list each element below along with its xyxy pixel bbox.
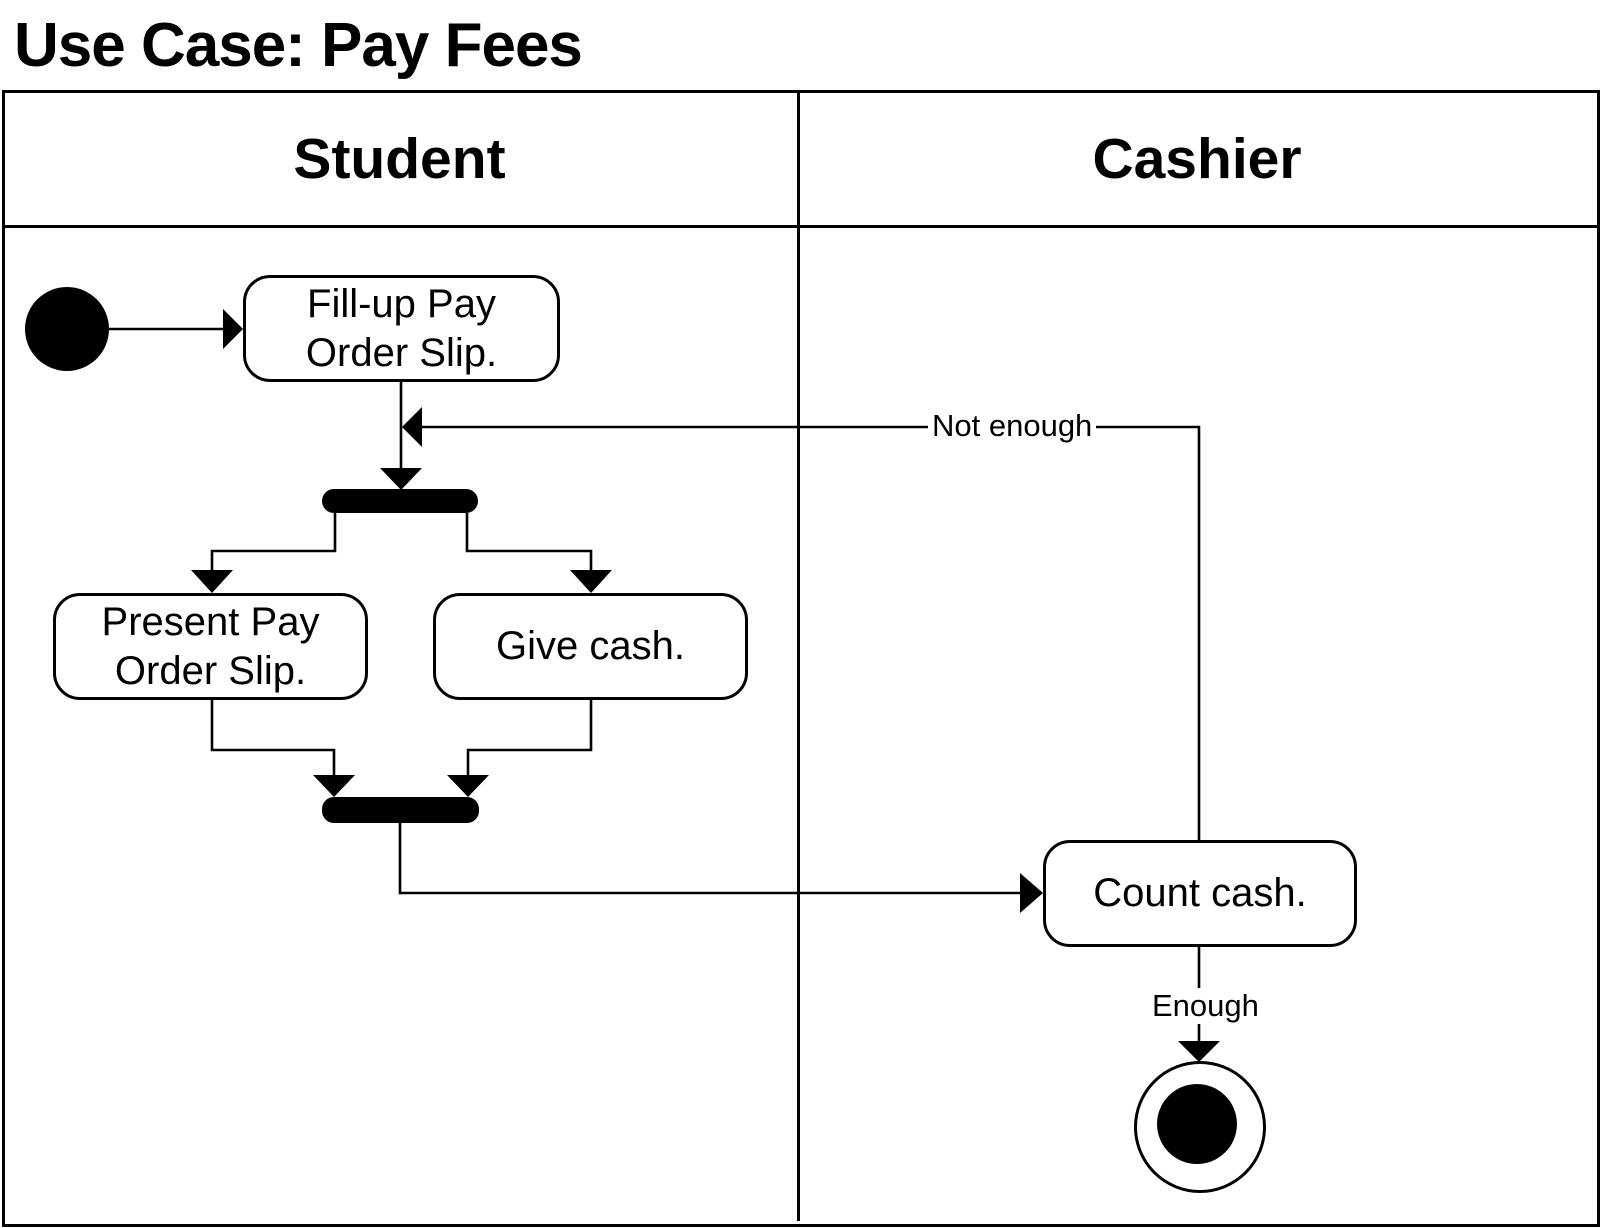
arrowhead-into-present (191, 570, 233, 593)
activity-present-label: Present Pay Order Slip. (101, 599, 320, 693)
edge-join-to-count-cash (398, 823, 1022, 895)
arrowhead-into-fork (380, 468, 422, 490)
swimlane-frame (2, 90, 1600, 1227)
activity-fill-up-label: Fill-up Pay Order Slip. (305, 281, 498, 375)
guard-label-not-enough: Not enough (928, 408, 1097, 445)
edge-not-enough (420, 425, 1201, 840)
lane-header-student: Student (293, 126, 506, 191)
activity-count-cash: Count cash. (1043, 840, 1357, 947)
arrowhead-into-give-cash (570, 570, 612, 593)
fork-bar (322, 489, 478, 513)
edge-give-cash-to-join (466, 700, 593, 778)
guard-label-enough: Enough (1148, 988, 1263, 1025)
edge-present-to-join (210, 700, 336, 778)
activity-give-cash-label: Give cash. (496, 624, 685, 669)
arrowhead-into-count-cash (1020, 873, 1043, 913)
final-node (1134, 1061, 1266, 1193)
arrowhead-not-enough (402, 407, 422, 447)
lane-divider (797, 90, 800, 1221)
lane-header-cashier: Cashier (1092, 126, 1302, 191)
initial-node (25, 287, 109, 371)
lane-header-separator (2, 225, 1597, 228)
join-bar (322, 797, 479, 823)
activity-present-pay-order-slip: Present Pay Order Slip. (53, 593, 368, 700)
arrowhead-present-into-join (313, 775, 355, 797)
activity-fill-up-pay-order-slip: Fill-up Pay Order Slip. (243, 275, 560, 382)
page-title: Use Case: Pay Fees (14, 11, 583, 80)
arrowhead-give-cash-into-join (447, 775, 489, 797)
arrowhead-into-final (1178, 1041, 1220, 1062)
edge-fork-to-present (210, 513, 337, 572)
activity-count-cash-label: Count cash. (1093, 871, 1307, 916)
edge-fork-to-give-cash (465, 513, 593, 572)
activity-give-cash: Give cash. (433, 593, 748, 700)
final-node-inner-dot (1157, 1084, 1237, 1164)
arrowhead-into-fill-up (223, 309, 243, 349)
